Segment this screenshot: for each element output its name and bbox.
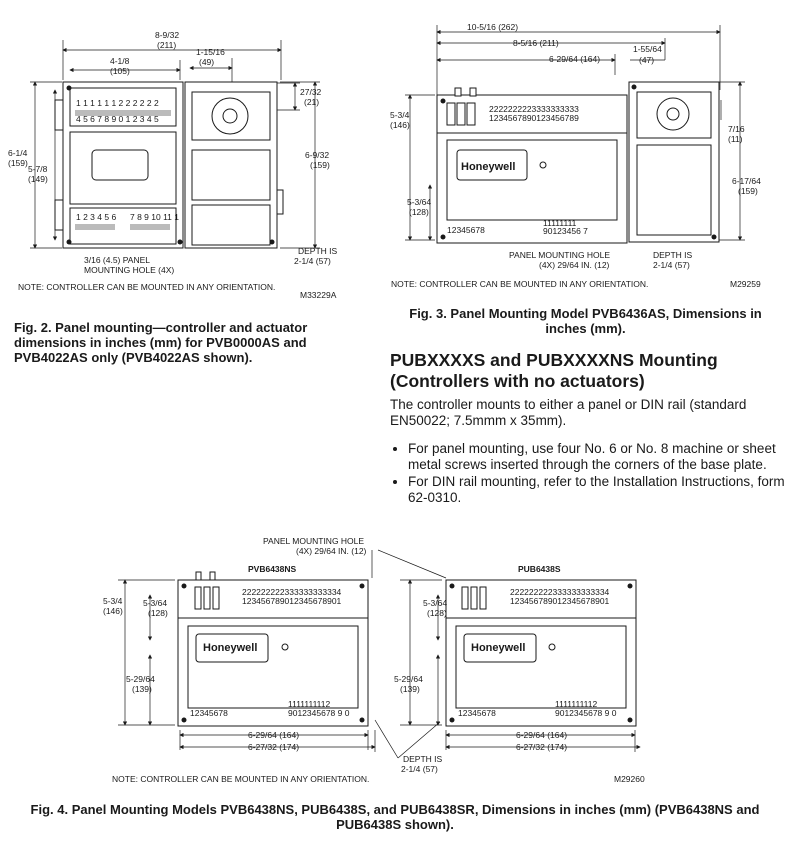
fig2-note: NOTE: CONTROLLER CAN BE MOUNTED IN ANY O… bbox=[18, 282, 275, 292]
fig4-drawing: Honeywell Honeywell 22222222233333333333… bbox=[103, 536, 645, 784]
fig3-dim-hleft: 5-3/4 bbox=[390, 110, 410, 120]
fig4-hmid-left: 5-29/64 bbox=[126, 674, 155, 684]
fig3-dim-hinner-mm: (128) bbox=[409, 207, 429, 217]
fig3-dim-ctrl: 6-29/64 (164) bbox=[549, 54, 600, 64]
fig4-brand-left: Honeywell bbox=[203, 642, 257, 654]
fig2-dim-ctrl: 4-1/8 bbox=[110, 56, 130, 66]
fig4-hmid-right-mm: (139) bbox=[400, 684, 420, 694]
fig2-dim-ctrl-mm: (105) bbox=[110, 66, 130, 76]
fig4-right-label: PUB6438S bbox=[518, 564, 561, 574]
fig2-depth2: 2-1/4 (57) bbox=[294, 256, 331, 266]
fig3-term-br1: 11111111 bbox=[543, 218, 577, 228]
fig4-term-br1-left: 1111111112 bbox=[288, 699, 330, 709]
bullet-panel: For panel mounting, use four No. 6 or No… bbox=[408, 441, 788, 472]
fig2-dim-hinner: 5-7/8 bbox=[28, 164, 48, 174]
fig4-hin-left: 5-3/64 bbox=[143, 598, 167, 608]
fig2-dim-act: 1-15/16 bbox=[196, 47, 225, 57]
fig2-dim-hright: 6-9/32 bbox=[305, 150, 329, 160]
fig4-hin-right-mm: (128) bbox=[427, 608, 447, 618]
fig3-term-top1: 2222222223333333333 bbox=[489, 104, 579, 114]
fig2-terminals-bot-l: 1 2 3 4 5 6 bbox=[76, 212, 116, 222]
bullet-din: For DIN rail mounting, refer to the Inst… bbox=[408, 474, 788, 505]
fig4-hmid-right: 5-29/64 bbox=[394, 674, 423, 684]
section-intro: The controller mounts to either a panel … bbox=[390, 397, 747, 428]
fig3-dim-hsmall-mm: (11) bbox=[728, 134, 743, 144]
fig2-hole: 3/16 (4.5) PANEL bbox=[84, 255, 150, 265]
fig2-caption: Fig. 2. Panel mounting—controller and ac… bbox=[14, 320, 308, 365]
fig2-dim-htop-mm: (21) bbox=[304, 97, 319, 107]
fig4-left-label: PVB6438NS bbox=[248, 564, 297, 574]
fig2-depth: DEPTH IS bbox=[298, 246, 338, 256]
fig3-term-bl: 12345678 bbox=[447, 225, 485, 235]
fig4-depth: DEPTH IS bbox=[403, 754, 443, 764]
fig3-term-top2: 1234567890123456789 bbox=[489, 113, 579, 123]
fig4-term-top1-right: 222222222333333333334 bbox=[510, 587, 610, 597]
fig4-term-top2-left: 123456789012345678901 bbox=[242, 596, 342, 606]
fig3-dim-hinner: 5-3/64 bbox=[407, 197, 431, 207]
fig4-hout-left: 5-3/4 bbox=[103, 596, 123, 606]
fig2-drawing: 1 1 1 1 1 1 2 2 2 2 2 2 4 5 6 7 8 9 0 1 … bbox=[8, 30, 338, 300]
fig4-term-top2-right: 123456789012345678901 bbox=[510, 596, 610, 606]
fig3-dim-mid: 8-5/16 (211) bbox=[513, 38, 559, 48]
fig4-hout-left-mm: (146) bbox=[103, 606, 123, 616]
fig4-note: NOTE: CONTROLLER CAN BE MOUNTED IN ANY O… bbox=[112, 774, 369, 784]
fig4-w2-right: 6-27/32 (174) bbox=[516, 742, 567, 752]
fig3-drawing: Honeywell 2222222223333333333 1234567890… bbox=[390, 22, 761, 289]
fig2-terminals-top1: 1 1 1 1 1 1 2 2 2 2 2 2 bbox=[76, 98, 159, 108]
fig3-dim-hsmall: 7/16 bbox=[728, 124, 745, 134]
fig4-term-top1-left: 222222222333333333334 bbox=[242, 587, 342, 597]
section-heading: PUBXXXXS and PUBXXXXNS Mounting (Control… bbox=[390, 350, 718, 391]
fig4-term-br2-left: 9012345678 9 0 bbox=[288, 708, 350, 718]
fig4-hin-right: 5-3/64 bbox=[423, 598, 447, 608]
fig3-dim-hright: 6-17/64 bbox=[732, 176, 761, 186]
fig2-dim-htop: 27/32 bbox=[300, 87, 322, 97]
fig4-w2-left: 6-27/32 (174) bbox=[248, 742, 299, 752]
fig2-terminals-top2: 4 5 6 7 8 9 0 1 2 3 4 5 bbox=[76, 114, 159, 124]
fig2-dim-total: 8-9/32 bbox=[155, 30, 179, 40]
fig4-caption: Fig. 4. Panel Mounting Models PVB6438NS,… bbox=[30, 802, 760, 832]
fig2-terminals-bot-r: 7 8 9 10 11 1 bbox=[130, 212, 179, 222]
fig3-depth2: 2-1/4 (57) bbox=[653, 260, 690, 270]
fig4-hmid-left-mm: (139) bbox=[132, 684, 152, 694]
fig4-code: M29260 bbox=[614, 774, 645, 784]
fig3-dim-hright-mm: (159) bbox=[738, 186, 758, 196]
fig4-depth2: 2-1/4 (57) bbox=[401, 764, 438, 774]
fig2-dim-total-mm: (211) bbox=[157, 40, 176, 50]
fig3-dim-act: 1-55/64 bbox=[633, 44, 662, 54]
fig3-hole: PANEL MOUNTING HOLE bbox=[509, 250, 610, 260]
fig2-hole2: MOUNTING HOLE (4X) bbox=[84, 265, 174, 275]
fig3-note: NOTE: CONTROLLER CAN BE MOUNTED IN ANY O… bbox=[391, 279, 648, 289]
fig3-caption: Fig. 3. Panel Mounting Model PVB6436AS, … bbox=[409, 306, 762, 336]
fig2-code: M33229A bbox=[300, 290, 337, 300]
fig2-dim-hinner-mm: (149) bbox=[28, 174, 48, 184]
fig2-dim-hleft: 6-1/4 bbox=[8, 148, 28, 158]
fig4-hole2: (4X) 29/64 IN. (12) bbox=[296, 546, 367, 556]
fig4-term-bl-right: 12345678 bbox=[458, 708, 496, 718]
fig3-dim-total: 10-5/16 (262) bbox=[467, 22, 518, 32]
fig3-dim-act-mm: (47) bbox=[639, 55, 654, 65]
fig4-w1-left: 6-29/64 (164) bbox=[248, 730, 299, 740]
fig4-w1-right: 6-29/64 (164) bbox=[516, 730, 567, 740]
fig4-term-bl-left: 12345678 bbox=[190, 708, 228, 718]
fig3-term-br2: 90123456 7 bbox=[543, 226, 588, 236]
fig2-dim-hright-mm: (159) bbox=[310, 160, 330, 170]
fig2-dim-act-mm: (49) bbox=[199, 57, 214, 67]
fig3-dim-hleft-mm: (146) bbox=[390, 120, 410, 130]
fig4-hole: PANEL MOUNTING HOLE bbox=[263, 536, 364, 546]
fig4-hin-left-mm: (128) bbox=[148, 608, 168, 618]
fig3-hole2: (4X) 29/64 IN. (12) bbox=[539, 260, 610, 270]
fig2-dim-hleft-mm: (159) bbox=[8, 158, 28, 168]
fig3-code: M29259 bbox=[730, 279, 761, 289]
fig3-brand: Honeywell bbox=[461, 161, 515, 173]
fig3-depth: DEPTH IS bbox=[653, 250, 693, 260]
fig4-term-br2-right: 9012345678 9 0 bbox=[555, 708, 617, 718]
fig4-term-br1-right: 1111111112 bbox=[555, 699, 597, 709]
fig4-brand-right: Honeywell bbox=[471, 642, 525, 654]
section-bullets: For panel mounting, use four No. 6 or No… bbox=[390, 441, 788, 507]
